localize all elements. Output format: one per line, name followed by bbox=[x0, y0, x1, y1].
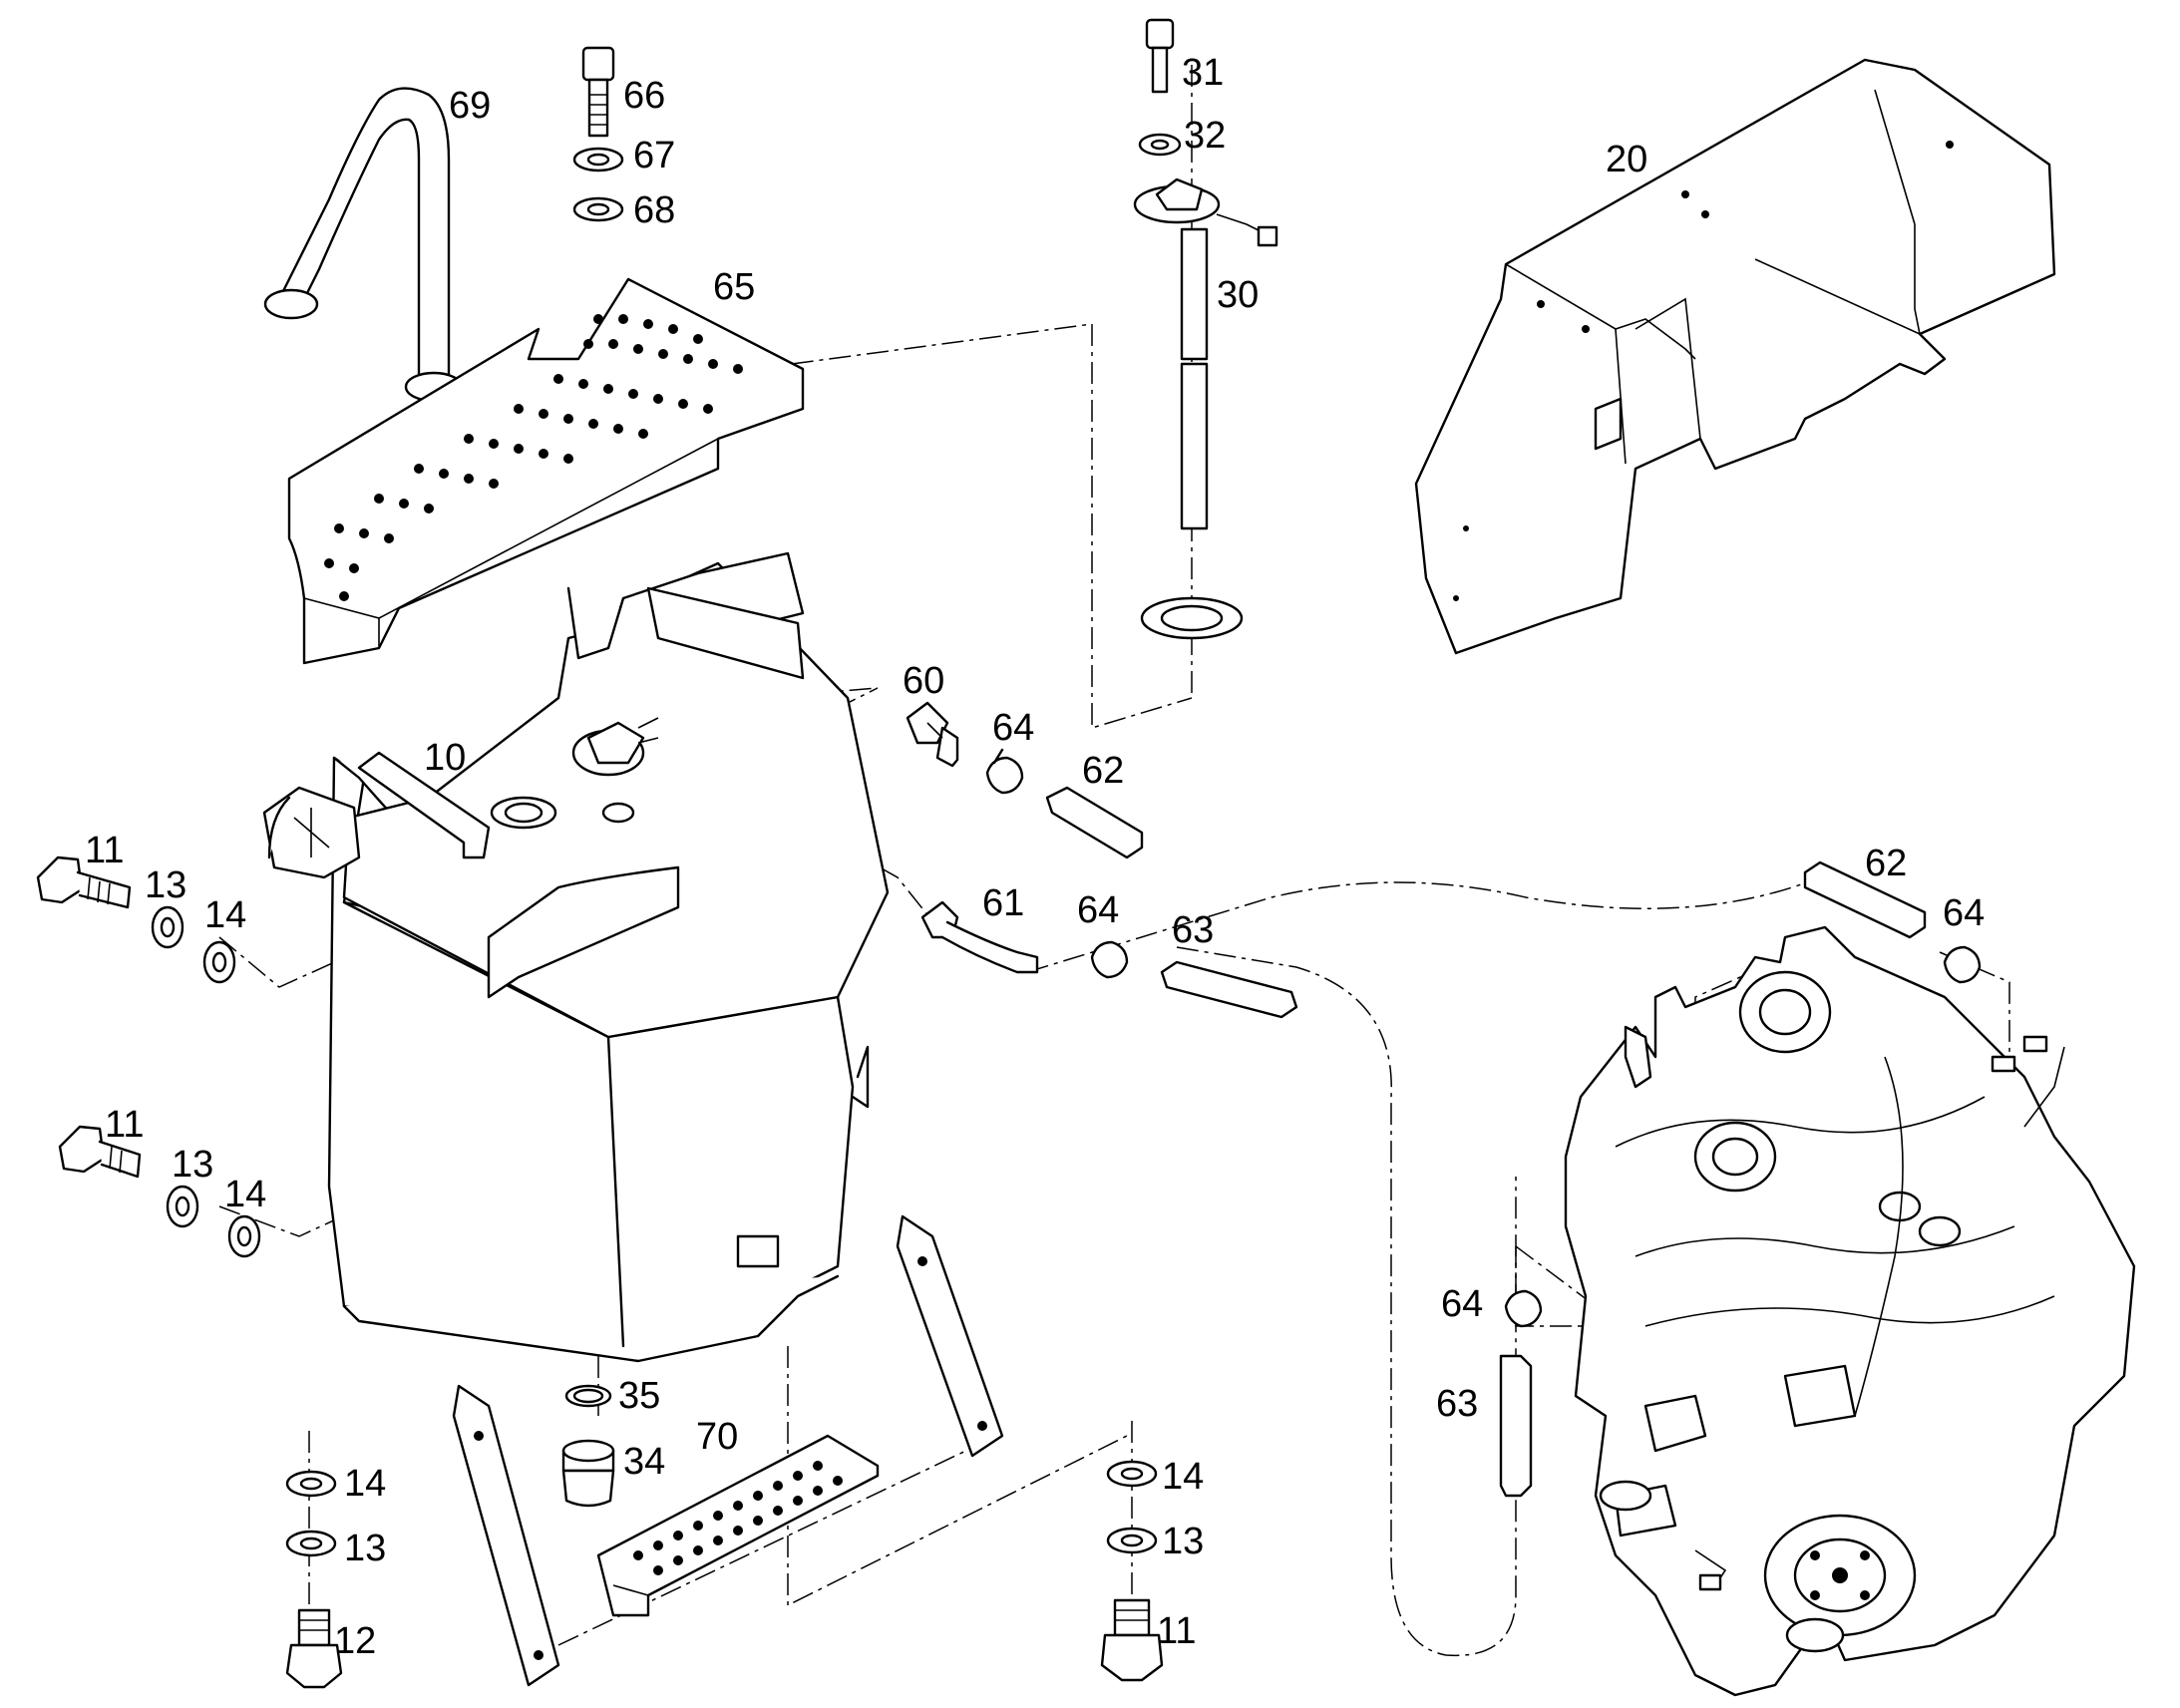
engine-cover-20 bbox=[1414, 58, 2056, 655]
callout-35: 35 bbox=[618, 1375, 660, 1417]
washer-14a bbox=[202, 940, 236, 984]
hose-clamp-64d bbox=[1504, 1289, 1543, 1328]
washer-68 bbox=[572, 196, 624, 222]
perforation-holes-65 bbox=[324, 314, 743, 601]
callout-12: 12 bbox=[334, 1620, 376, 1662]
washer-13b bbox=[166, 1185, 199, 1228]
washer-14d bbox=[1106, 1460, 1158, 1488]
tank-strap bbox=[357, 751, 491, 859]
callout-11: 11 bbox=[85, 830, 124, 871]
hose-62b bbox=[1803, 860, 1927, 939]
callout-63: 63 bbox=[1172, 909, 1214, 951]
callout-64: 64 bbox=[992, 707, 1034, 749]
callout-64: 64 bbox=[1441, 1283, 1483, 1325]
hose-clamp-64c bbox=[1943, 945, 1982, 984]
callout-70: 70 bbox=[696, 1416, 738, 1458]
bolt-31 bbox=[1145, 18, 1175, 94]
callout-62: 62 bbox=[1865, 843, 1907, 884]
callout-13: 13 bbox=[1162, 1521, 1204, 1562]
side-plate-70a bbox=[452, 1384, 560, 1687]
callout-69: 69 bbox=[449, 85, 491, 127]
callout-13: 13 bbox=[145, 864, 186, 906]
fitting-61 bbox=[920, 900, 1039, 974]
callout-67: 67 bbox=[633, 135, 675, 176]
callout-68: 68 bbox=[633, 189, 675, 231]
callout-11: 11 bbox=[105, 1104, 144, 1146]
callout-14: 14 bbox=[224, 1174, 266, 1215]
callout-11: 11 bbox=[1157, 1610, 1196, 1652]
step-plate-65 bbox=[287, 277, 805, 665]
level-sender-30 bbox=[1133, 177, 1278, 530]
filler-neck-10 bbox=[262, 786, 361, 879]
callout-62: 62 bbox=[1082, 750, 1124, 792]
bolt-11a bbox=[36, 855, 132, 909]
callout-13: 13 bbox=[344, 1528, 386, 1569]
callout-64: 64 bbox=[1077, 889, 1119, 931]
bolt-11c bbox=[1100, 1598, 1164, 1682]
callout-13: 13 bbox=[172, 1144, 213, 1186]
callout-14: 14 bbox=[204, 894, 246, 936]
hose-62a bbox=[1045, 786, 1144, 859]
engine-assembly bbox=[1564, 925, 2136, 1697]
callout-65: 65 bbox=[713, 266, 755, 308]
drain-plug-34 bbox=[561, 1439, 615, 1508]
gasket-30 bbox=[1140, 596, 1244, 640]
callout-30: 30 bbox=[1217, 274, 1259, 316]
washer-14b bbox=[227, 1214, 261, 1258]
callout-labels: 10 11 13 14 11 13 14 14 13 12 14 13 11 2… bbox=[85, 52, 1985, 1662]
washer-67 bbox=[572, 147, 624, 172]
tank-sender-unit bbox=[571, 717, 659, 777]
callout-66: 66 bbox=[623, 75, 665, 117]
hose-63a bbox=[1160, 960, 1298, 1019]
washer-13a bbox=[151, 905, 184, 949]
bolt-66 bbox=[581, 46, 615, 138]
callout-64: 64 bbox=[1943, 892, 1985, 934]
hose-clamp-64a bbox=[985, 748, 1024, 795]
hose-clamp-64b bbox=[1090, 940, 1129, 979]
callout-61: 61 bbox=[982, 882, 1024, 924]
callout-20: 20 bbox=[1606, 139, 1647, 180]
bolt-11b bbox=[58, 1125, 142, 1179]
callout-14: 14 bbox=[1162, 1456, 1204, 1498]
callout-14: 14 bbox=[344, 1463, 386, 1505]
side-plate-70b bbox=[896, 1214, 1004, 1458]
bolt-12 bbox=[285, 1608, 343, 1689]
callout-31: 31 bbox=[1182, 52, 1224, 94]
fuel-tank-10 bbox=[327, 551, 890, 1363]
callout-60: 60 bbox=[903, 660, 944, 702]
washer-14c bbox=[285, 1470, 337, 1498]
callout-34: 34 bbox=[623, 1441, 665, 1483]
washer-13d bbox=[1106, 1527, 1158, 1554]
hose-63b bbox=[1499, 1354, 1533, 1498]
seal-ring-35 bbox=[564, 1384, 612, 1408]
step-plate-70 bbox=[596, 1434, 880, 1617]
washer-13c bbox=[285, 1530, 337, 1557]
fitting-60 bbox=[906, 701, 959, 768]
callout-63: 63 bbox=[1436, 1383, 1478, 1425]
pipe-69 bbox=[263, 87, 464, 403]
callout-10: 10 bbox=[424, 737, 466, 779]
callout-32: 32 bbox=[1184, 115, 1226, 157]
washer-32 bbox=[1138, 133, 1182, 157]
